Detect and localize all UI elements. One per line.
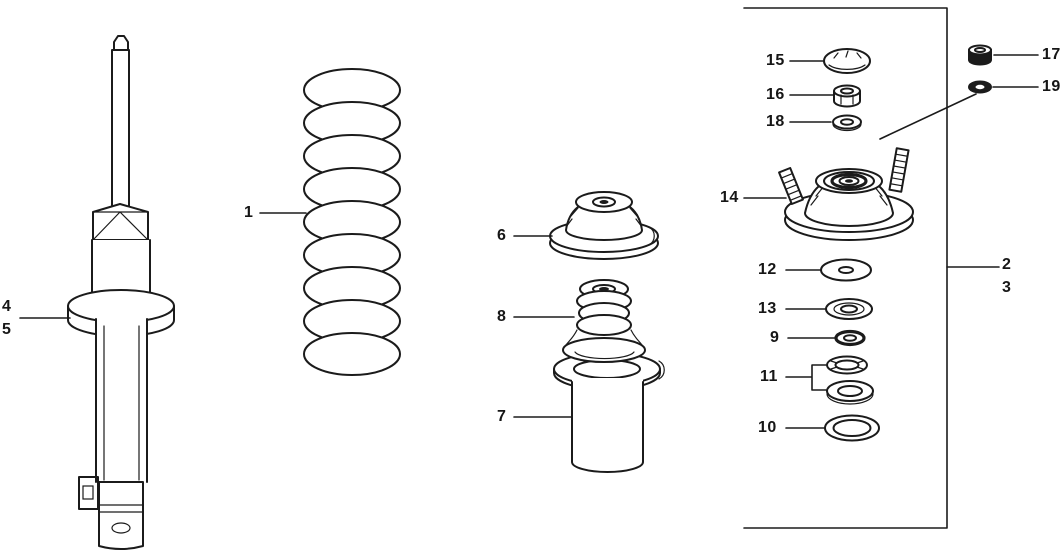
leader-lines <box>19 54 1039 429</box>
callout-10: 10 <box>758 419 777 436</box>
part-8-bump-stopper-drawing <box>562 279 646 363</box>
callout-8: 8 <box>497 308 507 325</box>
part-14-strut-mount-drawing <box>778 147 914 241</box>
callout-11: 11 <box>760 368 778 385</box>
callout-9: 9 <box>770 329 780 346</box>
part-9-collar-drawing <box>834 329 866 347</box>
callout-2: 2 <box>1002 256 1012 273</box>
callout-5: 5 <box>2 321 12 338</box>
callout-3: 3 <box>1002 279 1012 296</box>
part-12-washer-drawing <box>820 258 872 282</box>
part-7-dust-cover-drawing <box>553 352 665 473</box>
stud-bolt-right <box>888 147 910 193</box>
part-17-nut-drawing <box>968 44 992 66</box>
stud-bolt-left <box>778 166 804 206</box>
callout-7: 7 <box>497 408 507 425</box>
callout-4: 4 <box>2 298 12 315</box>
part-1-coil-spring-drawing <box>303 68 401 376</box>
part-4-5-damper-drawing <box>67 35 175 550</box>
part-13-washer-drawing <box>825 298 873 320</box>
part-15-cap-drawing <box>823 48 871 74</box>
callout-6: 6 <box>497 227 507 244</box>
callout-13: 13 <box>758 300 777 317</box>
callout-17: 17 <box>1042 46 1061 63</box>
callout-15: 15 <box>766 52 785 69</box>
part-18-washer-drawing <box>832 114 862 132</box>
callout-18: 18 <box>766 113 785 130</box>
part-6-spring-cushion-drawing <box>549 191 659 260</box>
part-11-bearing-drawing <box>826 355 874 405</box>
callout-14: 14 <box>720 189 739 206</box>
callout-19: 19 <box>1042 78 1061 95</box>
callout-12: 12 <box>758 261 777 278</box>
callout-16: 16 <box>766 86 785 103</box>
part-10-seal-ring-drawing <box>824 414 880 442</box>
callout-1: 1 <box>244 204 254 221</box>
part-19-washer-drawing <box>968 80 992 94</box>
assembly-bracket <box>743 7 1000 529</box>
part-16-nut-drawing <box>833 84 861 108</box>
